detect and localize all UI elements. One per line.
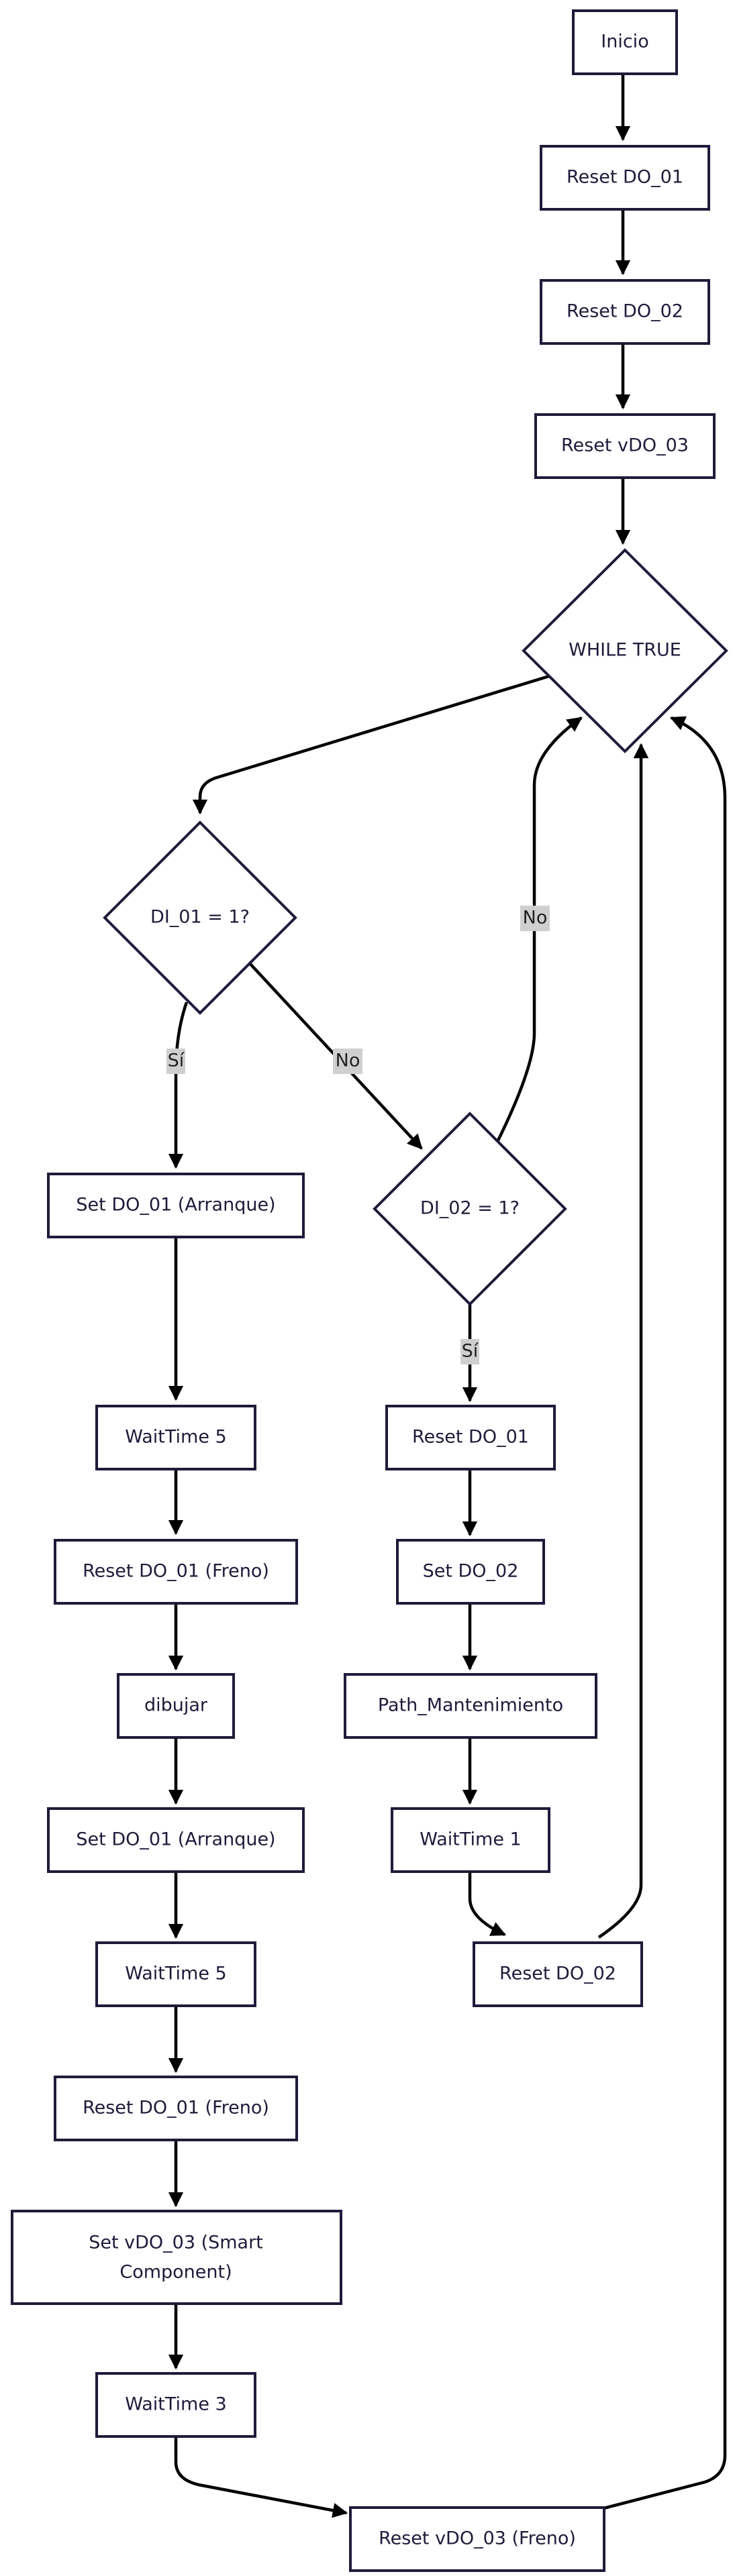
svg-text:Inicio: Inicio [601,32,648,52]
node-waittime-5-1: WaitTime 5 [95,1405,256,1470]
node-maint-reset-do02: Reset DO_02 [473,1941,643,2007]
node-set-vdo03-smart-component: Set vDO_03 (Smart Component) [11,2210,342,2305]
node-reset-do02: Reset DO_02 [540,279,710,345]
edge-reset-vdo03-freno-to-while [595,716,727,2512]
edge-di02-no-to-while [496,716,583,1141]
svg-text:Set DO_01 (Arranque): Set DO_01 (Arranque) [76,1195,275,1216]
node-inicio: Inicio [572,9,678,75]
svg-text:Reset DO_02: Reset DO_02 [499,1964,616,1984]
node-di01-decision: DI_01 = 1? [103,820,297,1015]
svg-text:Sí: Sí [168,1051,185,1071]
edges [168,74,727,2518]
node-reset-vdo03-freno: Reset vDO_03 (Freno) [349,2506,605,2572]
svg-text:Component): Component) [119,2262,232,2283]
node-waittime-1: WaitTime 1 [391,1807,550,1873]
svg-text:Reset DO_01 (Freno): Reset DO_01 (Freno) [83,2098,269,2118]
edge-wait1-to-m-reset-do02 [468,1869,507,1937]
node-waittime-5-2: WaitTime 5 [95,1941,256,2007]
svg-text:No: No [523,908,548,928]
svg-text:Set DO_02: Set DO_02 [423,1561,519,1582]
edge-label-di02-si: Sí [460,1339,479,1364]
node-set-do01-arranque-2: Set DO_01 (Arranque) [47,1807,305,1873]
edge-labels: Sí No No Sí [166,906,550,1364]
svg-text:Reset vDO_03 (Freno): Reset vDO_03 (Freno) [379,2528,576,2549]
svg-text:DI_01 = 1?: DI_01 = 1? [150,907,250,928]
edge-label-di02-no: No [520,906,550,931]
node-reset-do01-freno-2: Reset DO_01 (Freno) [54,2076,298,2141]
node-path-mantenimiento: Path_Mantenimiento [344,1673,597,1739]
edge-while-to-di01 [192,674,550,815]
svg-text:WaitTime 5: WaitTime 5 [125,1427,226,1448]
node-reset-do01-freno-1: Reset DO_01 (Freno) [54,1539,298,1605]
svg-text:Reset DO_01: Reset DO_01 [412,1427,529,1448]
node-set-do01-arranque-1: Set DO_01 (Arranque) [47,1173,305,1238]
node-maint-set-do02: Set DO_02 [396,1539,545,1605]
node-waittime-3: WaitTime 3 [95,2372,256,2438]
svg-text:WaitTime 3: WaitTime 3 [125,2394,226,2415]
edge-m-reset-do02-to-while [597,743,649,1939]
svg-text:dibujar: dibujar [144,1695,208,1716]
node-di02-decision: DI_02 = 1? [373,1112,567,1306]
svg-text:No: No [336,1051,360,1071]
edge-wait3-to-reset-vdo03-freno [174,2435,348,2518]
svg-text:Reset DO_01 (Freno): Reset DO_01 (Freno) [83,1561,269,1582]
svg-text:Path_Mantenimiento: Path_Mantenimiento [378,1695,563,1716]
node-maint-reset-do01: Reset DO_01 [385,1405,556,1470]
svg-text:WaitTime 5: WaitTime 5 [125,1964,226,1984]
svg-text:WHILE TRUE: WHILE TRUE [569,640,681,661]
edge-di01-si-to-set-do01 [168,1002,189,1169]
node-reset-do01: Reset DO_01 [540,145,710,211]
svg-text:Reset DO_02: Reset DO_02 [567,301,683,322]
svg-text:Set DO_01 (Arranque): Set DO_01 (Arranque) [76,1829,275,1850]
node-while-true: WHILE TRUE [522,548,728,753]
svg-text:WaitTime 1: WaitTime 1 [420,1829,521,1850]
svg-text:Reset vDO_03: Reset vDO_03 [561,435,689,456]
edge-label-di01-si: Sí [166,1049,185,1074]
svg-text:Set vDO_03 (Smart: Set vDO_03 (Smart [89,2233,263,2253]
svg-text:Reset DO_01: Reset DO_01 [567,167,683,188]
edge-label-di01-no: No [333,1049,362,1074]
node-reset-vdo03: Reset vDO_03 [534,413,716,479]
node-dibujar: dibujar [117,1673,235,1739]
svg-text:DI_02 = 1?: DI_02 = 1? [420,1198,520,1219]
svg-text:Sí: Sí [462,1341,479,1362]
